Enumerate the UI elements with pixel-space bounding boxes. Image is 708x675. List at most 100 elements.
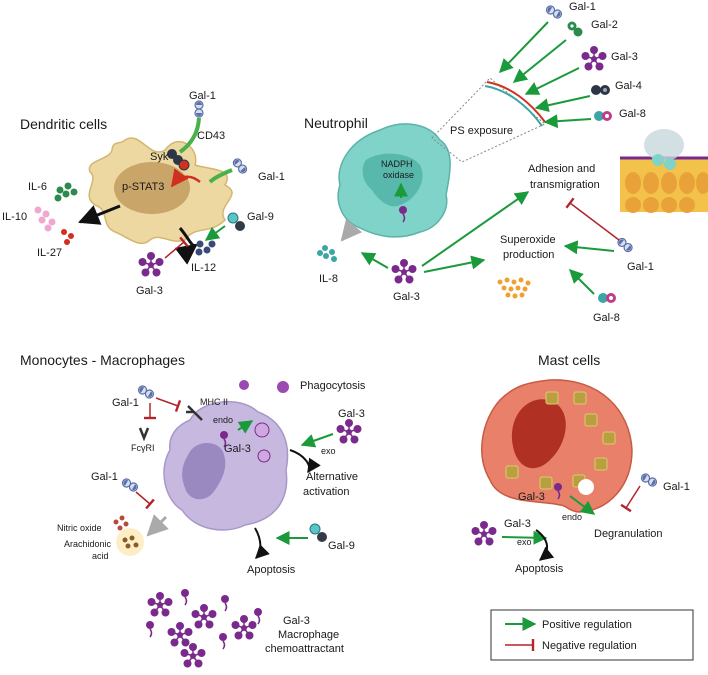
gal9-positive-arrow <box>204 225 226 241</box>
il8-icon <box>317 245 337 262</box>
fcgr-label: FcγRI <box>131 443 155 453</box>
mhc-label: MHC II <box>200 397 228 407</box>
dendritic-gal1-top-label: Gal-1 <box>189 90 216 102</box>
il12-label: IL-12 <box>191 262 216 274</box>
gal3-degranulation-arrow <box>569 495 596 515</box>
neutrophil-gal8-bottom-label: Gal-8 <box>593 312 620 324</box>
gal3-icon <box>137 251 165 278</box>
il10-icon <box>34 206 56 232</box>
ps-zoom-box <box>431 77 546 163</box>
pstat3-label: p-STAT3 <box>122 181 164 193</box>
neutrophil-gal3-bottom-label: Gal-3 <box>393 291 420 303</box>
il12-release-arrow <box>174 227 198 265</box>
macrophage-endo-label: endo <box>213 415 233 425</box>
gal3-chemoattractant-cluster <box>145 588 263 669</box>
superoxide-line1: Superoxide <box>500 234 556 246</box>
gal8-superoxide-arrow <box>569 269 595 295</box>
macrophage-gal3-in-label: Gal-3 <box>224 443 251 455</box>
neutrophil-gal8-top-label: Gal-8 <box>619 108 646 120</box>
gal3-ext-arrow <box>300 433 334 448</box>
gal1-nitric-inhibitor <box>135 491 155 510</box>
il8-label: IL-8 <box>319 273 338 285</box>
mast-exo-label: exo <box>517 537 532 547</box>
mast-gal1-label: Gal-1 <box>663 481 690 493</box>
neutrophil-gal3-top-label: Gal-3 <box>611 51 638 63</box>
endothelium-icon <box>620 129 708 213</box>
cd43-receptor <box>178 117 201 154</box>
gal3-icon <box>390 258 418 285</box>
monocytes-title: Monocytes - Macrophages <box>20 352 185 368</box>
macrophage-exo-label: exo <box>321 446 336 456</box>
gal3-adhesion-arrow <box>421 191 530 267</box>
gal3-icon <box>335 418 363 445</box>
gal3-negative-inhibitor <box>164 236 189 259</box>
neutrophil-panel: Neutrophil NADPH oxidase PS exposure Gal… <box>304 1 708 324</box>
superoxide-icon <box>497 277 531 299</box>
macrophage-nucleus <box>182 443 226 500</box>
alt-activation-line2: activation <box>303 486 349 498</box>
mhc-icon <box>186 405 203 421</box>
adhesion-line2: transmigration <box>530 179 600 191</box>
gal1-right-receptor <box>208 168 233 184</box>
arachidonic-icon <box>122 535 139 549</box>
gal9-icon <box>227 212 246 232</box>
gal1-icon <box>231 156 249 176</box>
mast-apoptosis-arrow <box>535 529 555 561</box>
cd43-label: CD43 <box>197 130 225 142</box>
adhesion-line1: Adhesion and <box>528 163 595 175</box>
legend-negative-label: Negative regulation <box>542 640 637 652</box>
il10-label: IL-10 <box>2 211 27 223</box>
monocytes-gal9-label: Gal-9 <box>328 540 355 552</box>
gal8-icon <box>598 293 616 303</box>
mast-nucleus <box>511 399 566 469</box>
neutrophil-gal1-right-label: Gal-1 <box>627 261 654 273</box>
arachidonic-line1: Arachidonic <box>64 539 112 549</box>
macrophage-gal3-ext-label: Gal-3 <box>338 408 365 420</box>
gal3-mast-exo-arrow <box>501 530 548 545</box>
mast-gal3-in-label: Gal-3 <box>518 491 545 503</box>
mast-apoptosis-label: Apoptosis <box>515 563 564 575</box>
gal3-il8-arrow <box>360 252 389 269</box>
gal1-icon <box>194 100 204 118</box>
gal2-label: Gal-2 <box>591 19 618 31</box>
nadph-line1: NADPH <box>381 159 413 169</box>
il27-label: IL-27 <box>37 247 62 259</box>
ps-exposure-label: PS exposure <box>450 125 513 137</box>
il12-icon <box>195 240 216 256</box>
legend-box <box>490 609 694 661</box>
dendritic-gal9-label: Gal-9 <box>247 211 274 223</box>
arachidonic-line2: acid <box>92 551 109 561</box>
dendritic-title: Dendritic cells <box>20 116 107 132</box>
gal3-icon <box>470 520 498 547</box>
gal1-icon <box>544 3 564 21</box>
ps-membrane-red <box>486 81 546 123</box>
granule-release-vesicle <box>578 479 594 495</box>
nadph-line2: oxidase <box>383 170 414 180</box>
il6-label: IL-6 <box>28 181 47 193</box>
il8-release-arrow <box>340 218 363 242</box>
superoxide-line2: production <box>503 249 554 261</box>
gal-to-ps-arrows <box>499 21 592 129</box>
gal1-superoxide-arrow <box>563 240 615 255</box>
mast-gal3-ext-label: Gal-3 <box>504 518 531 530</box>
monocytes-gal1-top-label: Gal-1 <box>112 397 139 409</box>
mast-endo-label: endo <box>562 512 582 522</box>
legend-positive-label: Positive regulation <box>542 619 632 631</box>
chemo-line1: Gal-3 <box>283 615 310 627</box>
gal1-icon <box>120 476 140 494</box>
mediator-release-arrow <box>146 514 169 537</box>
monocytes-apoptosis-label: Apoptosis <box>247 564 296 576</box>
gal1-adhesion-inhibitor <box>565 197 620 241</box>
gal3-phagocytosis-arrow <box>237 420 254 434</box>
neutrophil-gal1-top-label: Gal-1 <box>569 1 596 13</box>
chemo-line3: chemoattractant <box>265 643 344 655</box>
dendritic-gal1-right-label: Gal-1 <box>258 171 285 183</box>
dendritic-panel: Dendritic cells Gal-1 CD43 Syk p-STAT3 G… <box>2 90 285 297</box>
cytokine-release-arrow <box>78 204 121 225</box>
gal3-icon <box>580 45 608 72</box>
legend: Positive regulation Negative regulation <box>490 609 694 661</box>
fcgr-icon <box>138 427 150 442</box>
gal2-icon <box>567 21 583 37</box>
gal8-icon <box>594 111 612 121</box>
